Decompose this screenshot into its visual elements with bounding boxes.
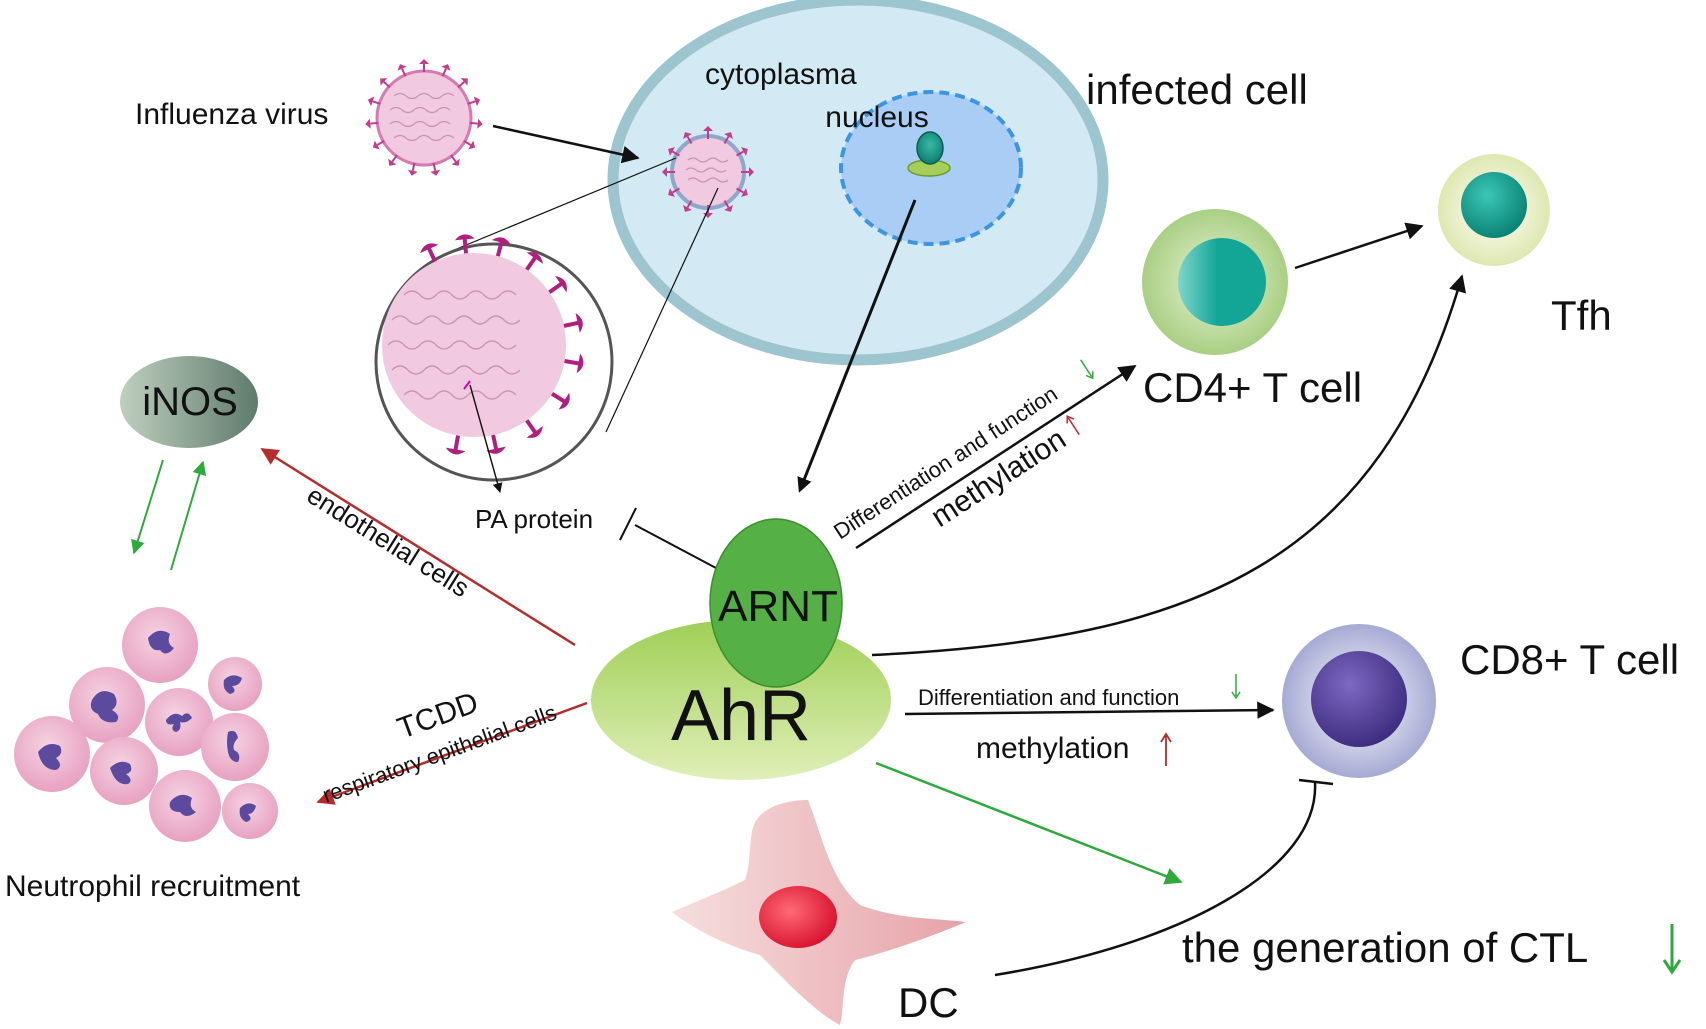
dc-inhibits-cd8-bar	[1298, 778, 1334, 786]
neutrophil-recruitment-label: Neutrophil recruitment	[5, 870, 301, 903]
inos-shape	[120, 356, 258, 448]
endothelial-cells-label: endothelial cells	[302, 480, 475, 603]
ahr-to-cd4-arrow	[855, 364, 1137, 550]
tcdd-arrow	[316, 701, 588, 805]
up-arrow-icon	[1066, 415, 1080, 436]
influenza-virus-label: Influenza virus	[135, 98, 328, 131]
nucleus-to-ahr-arrow	[797, 199, 917, 493]
neutrophil-to-inos-arrow	[170, 460, 207, 571]
influenza-virus-icon	[363, 58, 485, 178]
neutrophil-icon	[14, 716, 90, 792]
tfh-label: Tfh	[1551, 292, 1612, 339]
dendritic-cell-icon	[672, 800, 966, 1025]
cd8-methylation-label: methylation	[976, 732, 1129, 765]
endothelial-arrow	[260, 447, 576, 647]
down-arrow-icon	[1231, 674, 1241, 700]
cd8-t-cell-label: CD8+ T cell	[1460, 636, 1679, 683]
arnt-shape	[709, 518, 843, 688]
infected-cell: cytoplasma nucleus	[607, 0, 1109, 366]
cd8-diff-function-label: Differentiation and function	[918, 685, 1179, 710]
ahr-to-cd8-arrow	[904, 701, 1275, 719]
nucleus-label: nucleus	[825, 101, 928, 134]
virus-in-cell-icon	[661, 125, 755, 219]
pa-inhibition-bar	[619, 507, 637, 541]
ahr-label: AhR	[671, 676, 811, 756]
ahr-to-tfh-arrow	[871, 274, 1467, 657]
ahr-to-dc-arrow	[875, 761, 1183, 885]
cd4-to-tfh-arrow	[1294, 222, 1424, 270]
pa-protein-label: PA protein	[475, 504, 593, 534]
cytoplasma-label: cytoplasma	[705, 58, 857, 91]
pa-protein-pointer	[469, 384, 503, 493]
neutrophil-cluster	[14, 607, 278, 842]
neutrophil-icon	[122, 607, 198, 683]
tfh-cell-icon	[1438, 154, 1550, 266]
neutrophil-icon	[208, 657, 262, 711]
ctl-generation-label: the generation of CTL	[1182, 924, 1588, 971]
zoom-line-bottom	[605, 187, 719, 433]
down-arrow-icon	[1662, 924, 1682, 975]
neutrophil-icon	[90, 737, 158, 805]
dc-inhibits-cd8-line	[994, 781, 1317, 977]
neutrophil-icon	[201, 713, 269, 781]
neutrophil-icon	[69, 667, 145, 743]
up-arrow-icon	[1160, 732, 1172, 766]
neutrophil-icon	[145, 688, 213, 756]
cd8-t-cell-icon	[1282, 624, 1436, 778]
cd4-t-cell-icon	[1142, 209, 1288, 355]
cd4-t-cell-label: CD4+ T cell	[1143, 364, 1362, 411]
inos-to-neutrophil-arrow	[131, 459, 164, 555]
arnt-label: ARNT	[718, 582, 838, 631]
pa-inhibition-line	[634, 524, 717, 569]
neutrophil-icon	[149, 770, 221, 842]
down-arrow-icon	[1080, 359, 1094, 380]
dc-label: DC	[898, 979, 959, 1026]
virus-entry-arrow	[492, 124, 640, 164]
neutrophil-icon	[222, 783, 278, 839]
infected-cell-label: infected cell	[1086, 66, 1308, 113]
ahr-arnt-complex: ARNT AhR	[591, 518, 891, 780]
magnified-virus-icon	[374, 231, 614, 482]
inos-label: iNOS	[142, 380, 238, 424]
zoom-line-top	[446, 157, 677, 254]
ahr-complex-icon	[916, 131, 944, 165]
